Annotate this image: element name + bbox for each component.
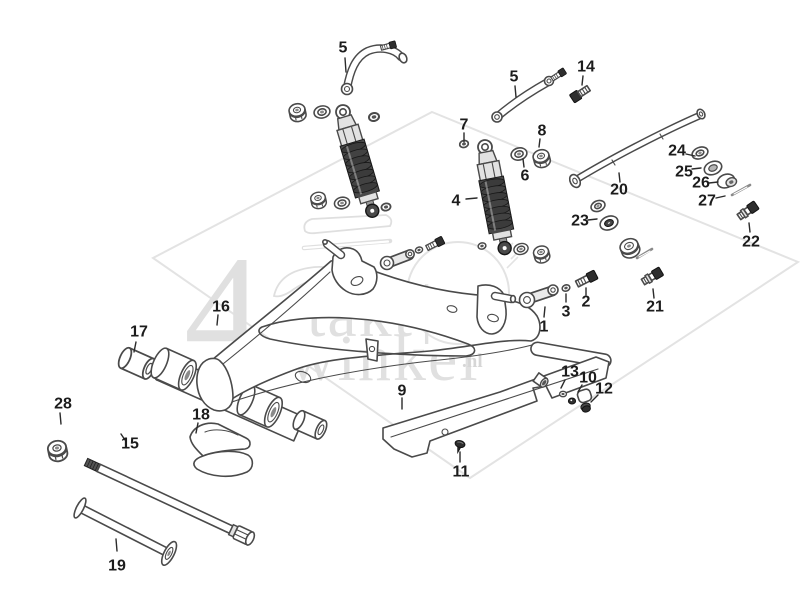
pivot-head (196, 357, 234, 412)
part-8-nut (530, 147, 553, 171)
leader-line-4 (465, 197, 478, 200)
leader-line-19 (115, 538, 118, 552)
part-5-bracket-right (491, 67, 568, 123)
part-11-screw (454, 439, 466, 455)
part-15-pivot-bolt (83, 457, 256, 546)
part-label-6: 6 (521, 168, 530, 185)
part-23-washer-stack (590, 199, 654, 260)
part-label-12: 12 (595, 381, 613, 398)
part-label-7: 7 (460, 117, 469, 134)
bracket-right-bolt (549, 67, 568, 83)
part-19-sleeve (73, 497, 178, 567)
washer-shock-left-bottom (332, 195, 352, 211)
part-label-18: 18 (192, 407, 210, 424)
part-2-bolt (574, 269, 599, 290)
part-label-26: 26 (692, 175, 710, 192)
leader-line-24 (685, 153, 696, 157)
bushing-shock-left-top (367, 111, 381, 123)
part-28-nut (45, 438, 70, 464)
part-label-19: 19 (108, 558, 126, 575)
leader-line-13 (560, 379, 566, 389)
part-label-5: 5 (510, 69, 519, 86)
part-label-3: 3 (562, 304, 571, 321)
leader-line-10 (577, 384, 583, 393)
leader-line-26 (708, 181, 719, 184)
nut-shock-left-bottom (308, 190, 329, 211)
part-label-1: 1 (540, 319, 549, 336)
nut-shock-right-bottom (531, 243, 552, 266)
part-label-24: 24 (668, 143, 686, 160)
part-label-27: 27 (698, 193, 716, 210)
part-12-grommet (576, 388, 593, 413)
leader-line-21 (652, 288, 655, 299)
parts-layer (45, 40, 761, 567)
part-label-28: 28 (54, 396, 72, 413)
part-20-torque-rod (568, 108, 706, 189)
part-22-bolt (735, 200, 761, 222)
part-label-15: 15 (121, 436, 139, 453)
leader-line-17 (133, 341, 137, 353)
ring-shock-left-bottom (379, 201, 393, 213)
shock-bracket-right (476, 284, 507, 335)
leader-line-22 (748, 222, 751, 233)
leader-line-16 (216, 314, 219, 326)
part-21-bolt (639, 266, 665, 287)
part-25-bushing (703, 160, 723, 176)
part-label-14: 14 (577, 59, 595, 76)
part-label-22: 22 (742, 234, 760, 251)
part-label-5: 5 (339, 40, 348, 57)
leader-line-5 (514, 85, 517, 98)
part-label-10: 10 (579, 370, 597, 387)
part-label-8: 8 (538, 123, 547, 140)
part-3-washer (560, 283, 572, 293)
part-13-washer (558, 390, 568, 398)
part-24-washer (691, 146, 709, 160)
part-label-17: 17 (130, 324, 148, 341)
link-left (379, 235, 446, 271)
part-label-9: 9 (398, 383, 407, 400)
part-label-2: 2 (582, 294, 591, 311)
part-14-bolt (569, 84, 592, 104)
part-label-16: 16 (212, 299, 230, 316)
part-26-joint (716, 173, 738, 189)
leader-line-12 (590, 394, 599, 403)
leader-line-15 (120, 433, 126, 441)
part-6-washer (508, 145, 530, 163)
part-27-pin (730, 183, 752, 197)
ghost-lever (303, 214, 393, 235)
leader-line-6 (522, 158, 525, 168)
part-label-13: 13 (561, 364, 579, 381)
part-label-4: 4 (452, 193, 461, 210)
part-5-bracket-left (340, 40, 408, 96)
part-9-chain-guard (382, 341, 612, 458)
part-label-11: 11 (453, 464, 470, 481)
part-label-25: 25 (675, 164, 693, 181)
part-10-nut (567, 397, 577, 405)
leader-line-5 (344, 57, 347, 73)
leader-line-23 (587, 218, 598, 221)
part-label-20: 20 (610, 182, 628, 199)
leader-line-25 (691, 167, 702, 170)
part-label-21: 21 (646, 299, 664, 316)
part-16-swingarm (196, 239, 541, 412)
washer-shock-left-top (312, 103, 332, 121)
leader-line-28 (59, 412, 62, 425)
leader-line-14 (581, 75, 584, 86)
leader-line-20 (618, 172, 621, 183)
part-label-23: 23 (571, 213, 589, 230)
shock-bracket-left (331, 247, 378, 296)
part-1-link (518, 284, 559, 309)
diamond-outline (151, 110, 800, 480)
leader-line-18 (195, 422, 199, 434)
part-18-slider (189, 422, 254, 478)
leader-line-27 (715, 195, 726, 199)
leader-line-8 (538, 138, 541, 148)
leader-line-1 (543, 306, 546, 318)
guard-boss (532, 372, 549, 388)
nut-shock-left-top (287, 101, 309, 124)
